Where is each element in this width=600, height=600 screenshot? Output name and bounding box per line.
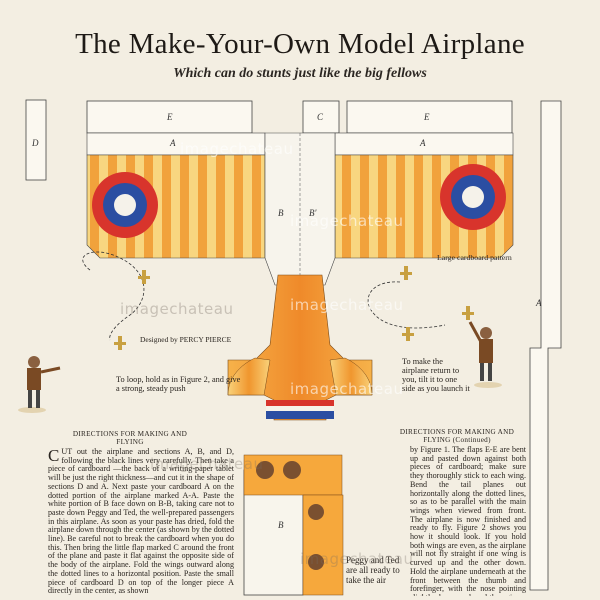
label-a-right: A [420, 138, 426, 148]
watermark: imagechateau [300, 550, 414, 568]
boy-throwing-figure-right [468, 321, 502, 388]
label-a-left: A [170, 138, 176, 148]
page-subtitle: Which can do stunts just like the big fe… [173, 66, 427, 81]
flap-e-right [346, 100, 513, 134]
label-a-strip: A [536, 298, 542, 308]
pattern-caption: Large cardboard pattern [437, 253, 512, 262]
flap-e-left [86, 100, 253, 134]
label-c: C [317, 112, 324, 122]
small-airplane-icon [114, 266, 474, 350]
loop-flight-path [82, 251, 145, 341]
directions-left-heading: DIRECTIONS FOR MAKING AND FLYING [72, 430, 188, 446]
flap-c [302, 100, 340, 134]
designer-credit: Designed by PERCY PIERCE [140, 335, 232, 344]
tail-stripe-red [266, 400, 334, 406]
watermark: imagechateau [290, 380, 404, 398]
label-e-right: E [424, 112, 430, 122]
piece-d [25, 99, 47, 181]
passenger-head-icon-2 [308, 554, 324, 570]
label-b-prime: B' [309, 208, 317, 218]
watermark: imagechateau [120, 300, 234, 318]
loop-caption: To loop, hold as in Figure 2, and give a… [116, 375, 241, 393]
page-title: The Make-Your-Own Model Airplane [75, 28, 525, 60]
return-flight-path [367, 281, 446, 329]
directions-right-heading: DIRECTIONS FOR MAKING AND FLYING (Contin… [399, 428, 515, 444]
piece-a-pattern [529, 100, 562, 591]
roundel-right [440, 164, 506, 230]
directions-right-body: by Figure 1. The flaps E-E are bent up a… [410, 446, 526, 596]
peggy-ted-caption: Peggy and Ted are all ready to take the … [346, 555, 400, 585]
watermark: imagechateau [150, 455, 264, 473]
label-b-lower: B [278, 520, 284, 530]
watermark: imagechateau [290, 296, 404, 314]
tail-stripe-blue [266, 411, 334, 419]
label-e-left: E [167, 112, 173, 122]
tailplane-left [227, 357, 271, 396]
boy-throwing-figure-left [18, 356, 61, 413]
watermark: imagechateau [290, 212, 404, 230]
watermark: imagechateau [180, 140, 294, 158]
tailplane-right [329, 357, 373, 396]
tail-stripe-white [266, 406, 334, 411]
label-b: B [278, 208, 284, 218]
passenger-head-icon [283, 461, 301, 479]
label-d: D [32, 138, 39, 148]
pilot-head-icon [256, 461, 274, 479]
return-caption: To make the airplane return to you, tilt… [402, 357, 470, 393]
roundel-left [92, 172, 158, 238]
pilot-head-icon-2 [308, 504, 324, 520]
